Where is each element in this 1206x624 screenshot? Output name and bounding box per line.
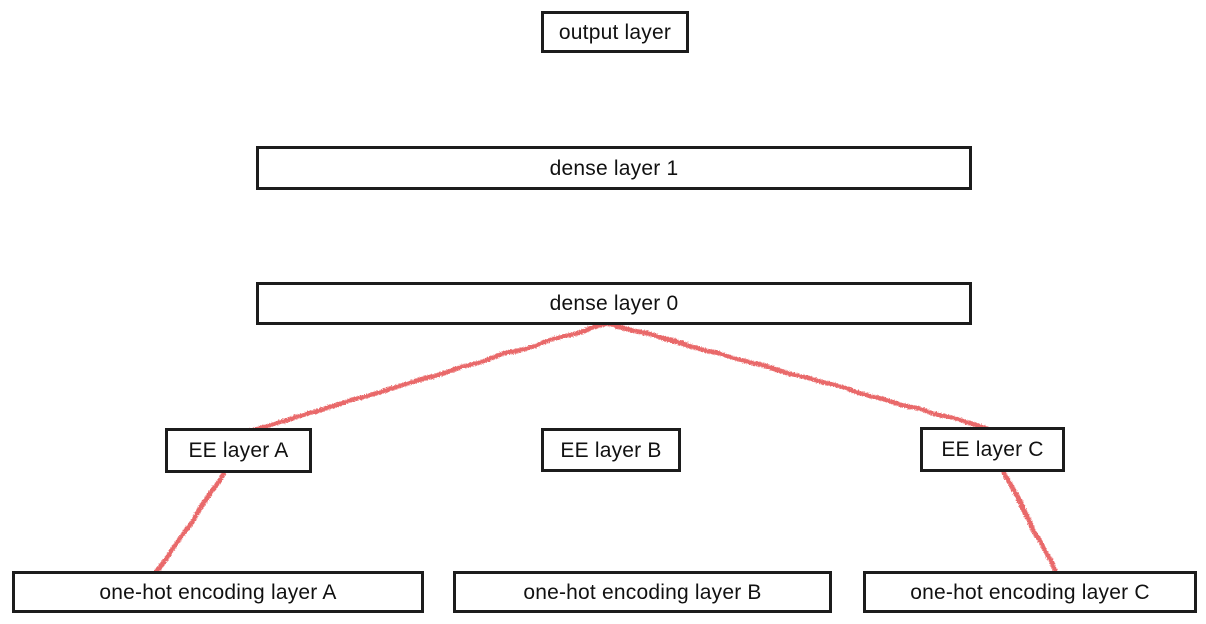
node-ee-layer-c: EE layer C: [920, 427, 1065, 472]
edge-ee-layer-a--one-hot-encoding-layer-a: [153, 468, 229, 577]
edge-group: [153, 50, 1060, 577]
edge-ee-layer-c--one-hot-encoding-layer-c: [1000, 467, 1060, 577]
node-dense-layer-0: dense layer 0: [256, 282, 972, 325]
node-dense-layer-1: dense layer 1: [256, 146, 972, 190]
node-one-hot-encoding-layer-a: one-hot encoding layer A: [12, 571, 424, 613]
edge-dense-layer-0--ee-layer-a: [247, 320, 611, 434]
node-ee-layer-b: EE layer B: [541, 428, 681, 472]
node-ee-layer-a: EE layer A: [165, 428, 312, 473]
node-one-hot-encoding-layer-b: one-hot encoding layer B: [453, 571, 832, 613]
edge-dense-layer-0--ee-layer-c: [605, 320, 994, 432]
node-output-layer: output layer: [541, 11, 689, 53]
node-one-hot-encoding-layer-c: one-hot encoding layer C: [863, 571, 1197, 613]
